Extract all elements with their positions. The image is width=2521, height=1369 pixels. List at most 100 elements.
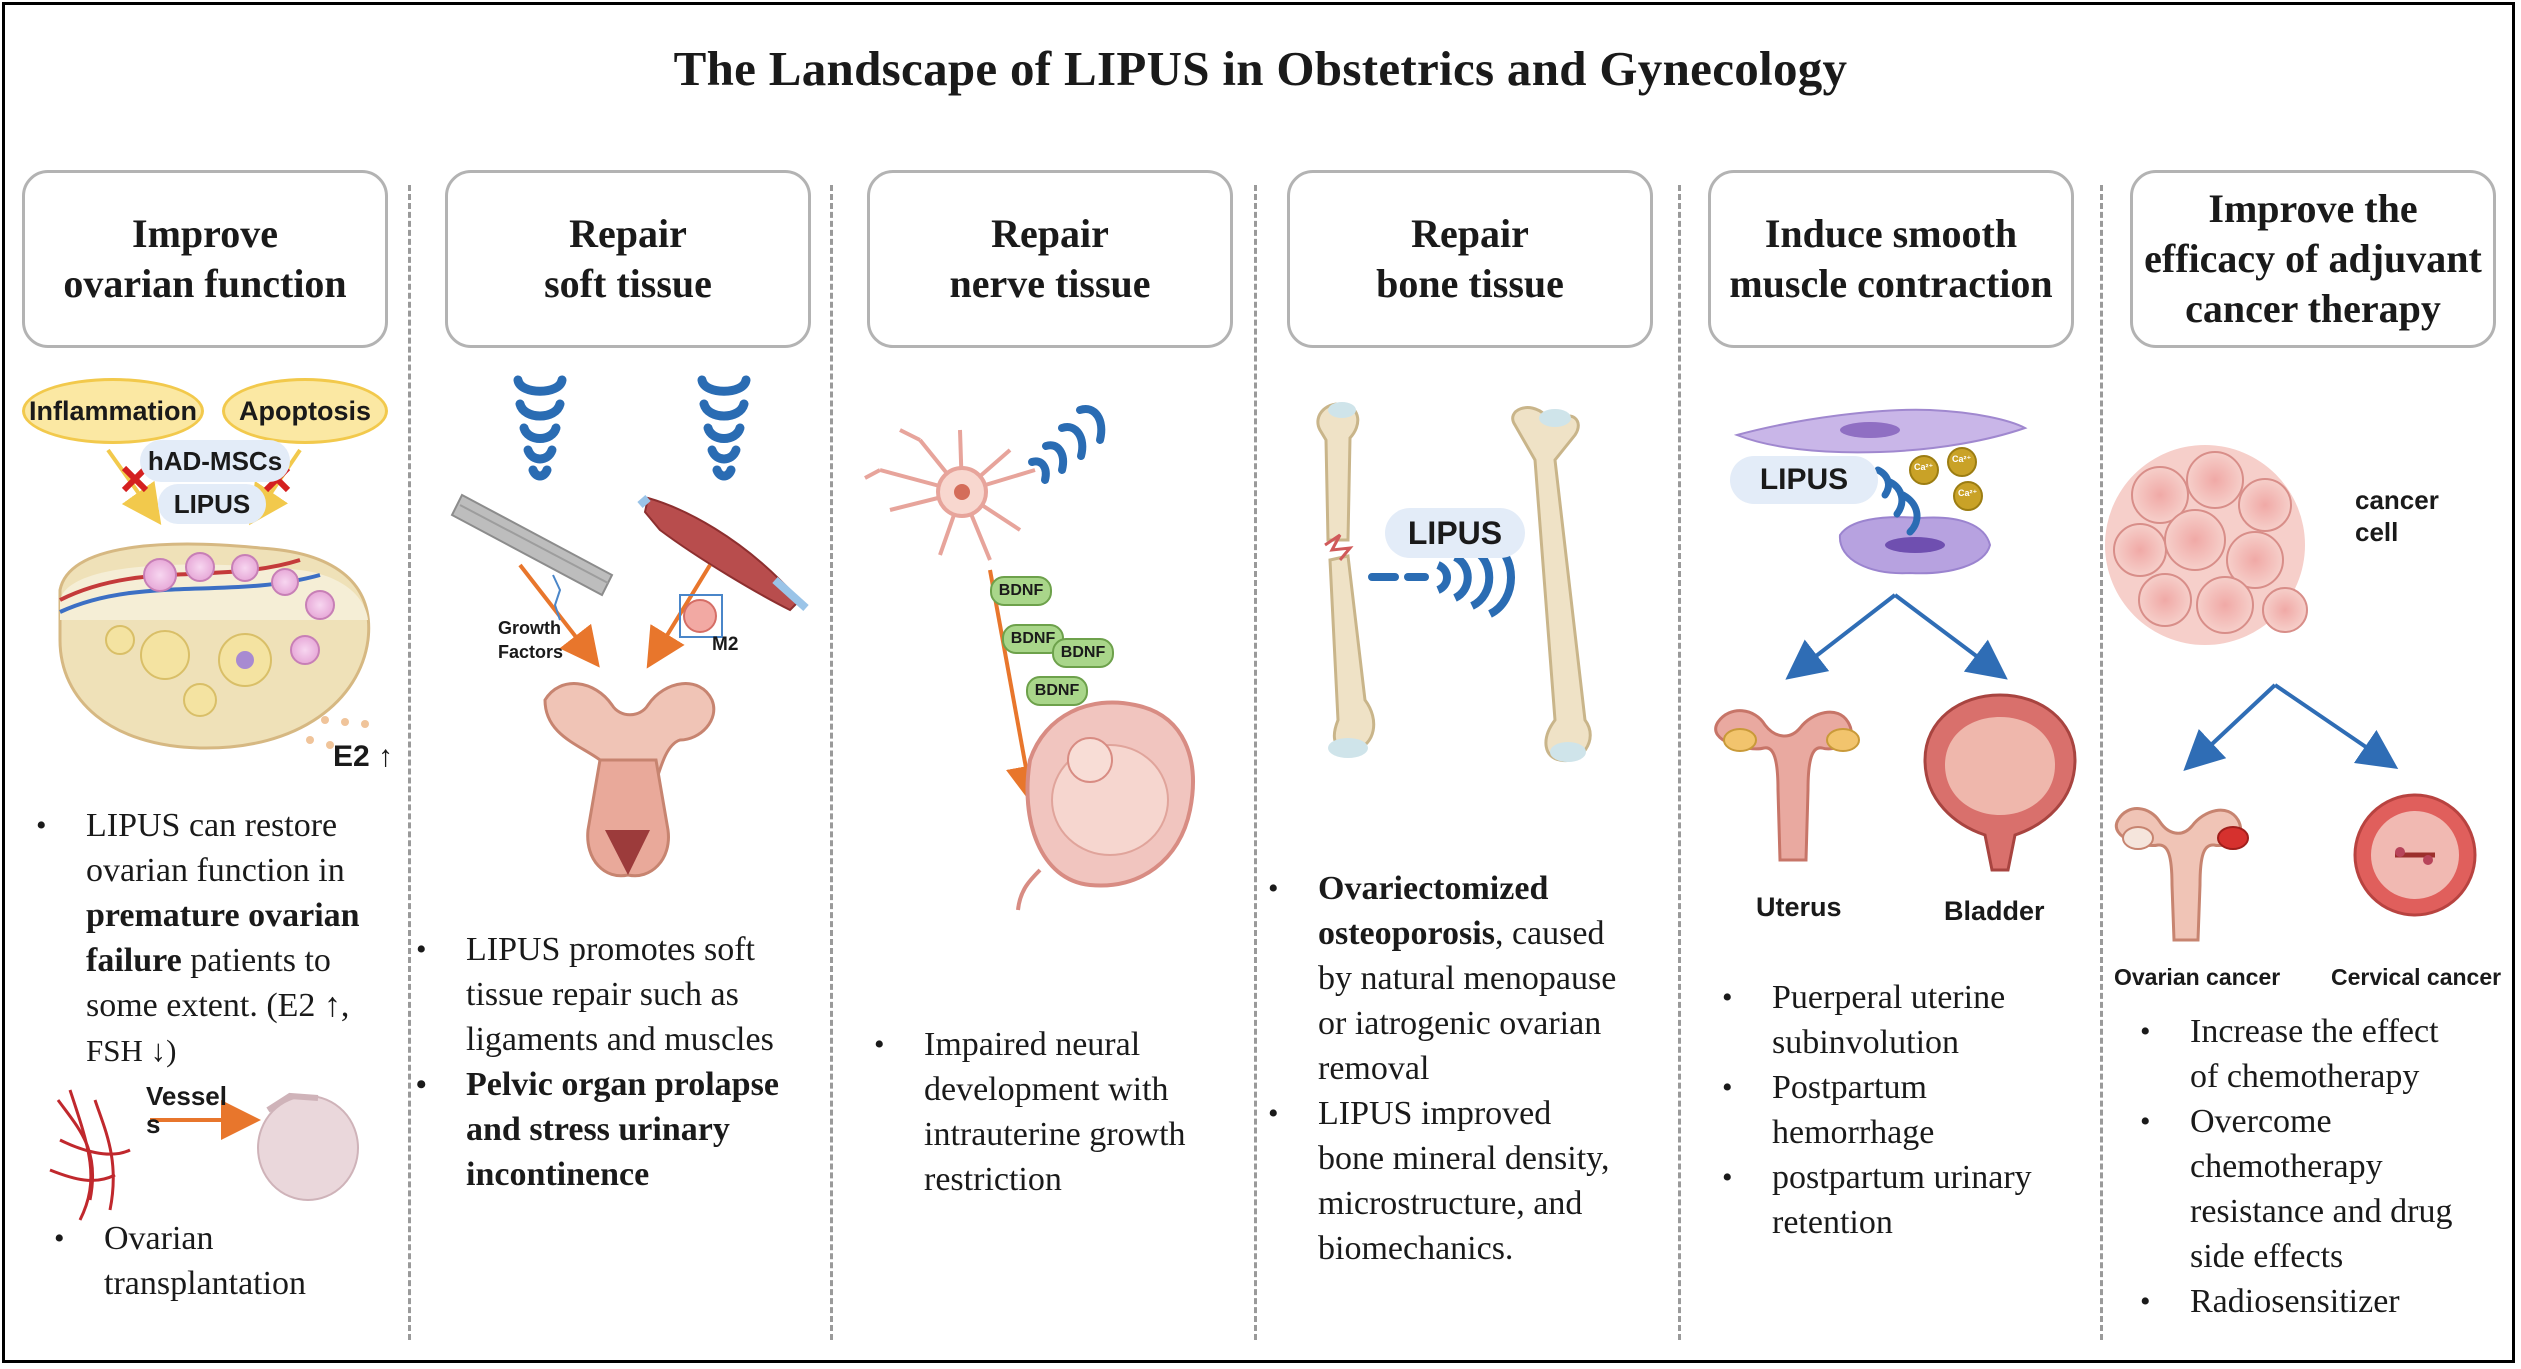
bdnf-label: BDNF: [1026, 676, 1088, 706]
bullet-text: patients to: [181, 942, 331, 979]
bullet-line: FSH ↓): [86, 1033, 177, 1068]
hadmsc-label: hAD-MSCs: [140, 440, 290, 482]
healthy-bone-illustration: [1511, 406, 1592, 763]
bullet-line: subinvolution: [1772, 1024, 1960, 1061]
cervical-cancer-illustration: [2353, 793, 2477, 917]
calcium-label: Ca²⁺: [1958, 488, 1978, 498]
bullet-line: Impaired neural: [924, 1026, 1141, 1063]
heading-line: Repair: [569, 211, 687, 256]
bdnf-label: BDNF: [990, 576, 1052, 606]
heading-line: bone tissue: [1376, 261, 1564, 306]
bullet-line: resistance and drug: [2190, 1193, 2453, 1230]
bullet-line: bone mineral density,: [1318, 1140, 1610, 1177]
smooth-muscle-bullets: Puerperal uterine subinvolution Postpart…: [1716, 975, 2032, 1245]
bullet-line: biomechanics.: [1318, 1230, 1514, 1267]
bullet-line: ligaments and muscles: [466, 1021, 774, 1058]
bullet-line: LIPUS promotes soft: [466, 931, 755, 968]
bullet-line: removal: [1318, 1050, 1430, 1087]
bullet-item: Overcome chemotherapy resistance and dru…: [2134, 1099, 2452, 1279]
bdnf-label: BDNF: [1052, 638, 1114, 668]
lipus-label: LIPUS: [1730, 456, 1878, 504]
column-divider: [1254, 185, 1257, 1340]
calcium-ion: [1947, 447, 1977, 477]
bladder-illustration: [1923, 693, 2077, 872]
bullet-line: Pelvic organ prolapse: [466, 1066, 779, 1103]
heading-line: cancer therapy: [2185, 286, 2441, 331]
bullet-line: and stress urinary: [466, 1111, 730, 1148]
heading-box-ovarian: Improve ovarian function: [22, 170, 388, 348]
bullet-item: Increase the effect of chemotherapy: [2134, 1009, 2452, 1099]
heading-line: soft tissue: [544, 261, 712, 306]
column-divider: [1678, 185, 1681, 1340]
bullet-line: restriction: [924, 1161, 1062, 1198]
cancer-cell-line: cancer: [2355, 485, 2439, 515]
heading-line: ovarian function: [63, 261, 347, 306]
ligament-illustration: [450, 493, 614, 597]
heading-line: Repair: [1411, 211, 1529, 256]
uterus-label: Uterus: [1756, 892, 1842, 922]
m2-macrophage-cell: [683, 599, 717, 633]
vessels-illustration: [49, 1089, 359, 1221]
cancer-bullets: Increase the effect of chemotherapy Over…: [2134, 1009, 2452, 1324]
bullet-bold-text: failure: [86, 942, 182, 979]
bullet-line: or iatrogenic ovarian: [1318, 1005, 1602, 1042]
vessels-label-line: Vessel: [146, 1081, 227, 1111]
bullet-item: LIPUS promotes soft tissue repair such a…: [410, 927, 779, 1062]
ovary-illustration: [58, 448, 371, 750]
bullet-text: , caused: [1494, 915, 1605, 952]
m2-label: M2: [712, 634, 739, 655]
bullet-item: Postpartum hemorrhage: [1716, 1065, 2032, 1155]
figure-title: The Landscape of LIPUS in Obstetrics and…: [673, 41, 1848, 96]
bullet-line: retention: [1772, 1204, 1893, 1241]
bullet-line: development with: [924, 1071, 1169, 1108]
bullet-line: Increase the effect: [2190, 1013, 2439, 1050]
heading-box-soft-tissue: Repair soft tissue: [445, 170, 811, 348]
ultrasound-wave-icon: [513, 375, 567, 481]
calcium-label: Ca²⁺: [1914, 462, 1934, 472]
bullet-item: Pelvic organ prolapse and stress urinary…: [410, 1062, 779, 1197]
heading-line: Induce smooth: [1764, 211, 2018, 256]
bullet-line: tissue repair such as: [466, 976, 739, 1013]
bullet-item: Radiosensitizer: [2134, 1279, 2452, 1324]
soft-tissue-bullets: LIPUS promotes soft tissue repair such a…: [410, 927, 779, 1197]
bullet-line: of chemotherapy: [2190, 1058, 2420, 1095]
bullet-line: incontinence: [466, 1156, 650, 1193]
bullet-line: some extent. (E2 ↑,: [86, 987, 350, 1024]
inflammation-label: Inflammation: [22, 378, 204, 444]
cervical-cancer-label: Cervical cancer: [2331, 964, 2502, 990]
ovarian-cancer-label: Ovarian cancer: [2114, 964, 2281, 990]
bullet-line: premature ovarian: [86, 897, 360, 934]
bullet-item: Puerperal uterine subinvolution: [1716, 975, 2032, 1065]
column-divider: [408, 185, 411, 1340]
bullet-line: LIPUS improved: [1318, 1095, 1552, 1132]
bullet-item: LIPUS can restore ovarian function in pr…: [30, 803, 360, 1073]
vessels-label-line: s: [146, 1109, 161, 1139]
neuron-illustration: [864, 428, 1036, 561]
heading-line: efficacy of adjuvant: [2144, 236, 2482, 281]
ultrasound-wave-icon: [1874, 466, 1921, 536]
bullet-line: hemorrhage: [1772, 1114, 1935, 1151]
bullet-line: intrauterine growth: [924, 1116, 1186, 1153]
heading-line: Improve the: [2208, 186, 2418, 231]
bullet-line: Overcome: [2190, 1103, 2332, 1140]
e2-increase-label: E2 ↑: [333, 740, 394, 773]
calcium-ion: [1909, 455, 1939, 485]
ultrasound-wave-icon: [697, 375, 751, 481]
bullet-line: Ovariectomized: [1318, 870, 1549, 907]
heading-line: nerve tissue: [949, 261, 1151, 306]
lipus-label: LIPUS: [158, 484, 266, 524]
calcium-ion: [1953, 481, 1983, 511]
nerve-bullets: Impaired neural development with intraut…: [868, 1022, 1186, 1202]
bullet-item: Impaired neural development with intraut…: [868, 1022, 1186, 1202]
heading-line: Improve: [132, 211, 278, 256]
ultrasound-wave-icon: [1028, 405, 1106, 484]
cancer-cell-line: cell: [2355, 517, 2399, 547]
heading-box-bone: Repair bone tissue: [1287, 170, 1653, 348]
